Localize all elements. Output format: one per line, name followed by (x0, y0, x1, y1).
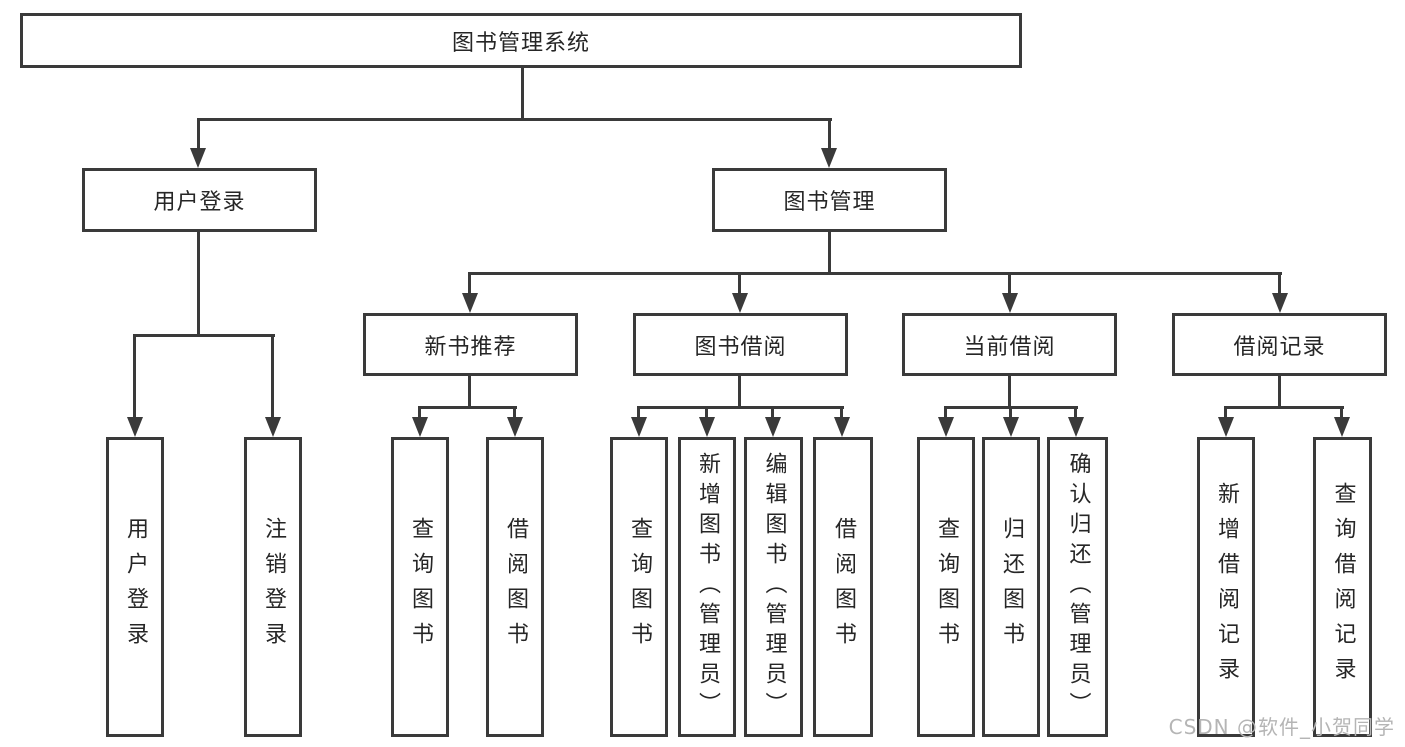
arrowhead-icon (265, 417, 281, 437)
edge-line (828, 232, 831, 272)
node-user-login: 用户登录 (82, 168, 317, 232)
arrowhead-icon (699, 417, 715, 437)
leaf-query-borrow-record: 查询借阅记录 (1313, 437, 1372, 737)
edge-line (197, 118, 200, 148)
edge-line (1278, 376, 1281, 406)
edge-line (133, 334, 136, 417)
arrowhead-icon (1272, 293, 1288, 313)
edge-line (944, 406, 947, 417)
edge-line (468, 272, 471, 293)
arrowhead-icon (127, 417, 143, 437)
arrowhead-icon (631, 417, 647, 437)
edge-line (133, 334, 275, 337)
edge-line (1340, 406, 1343, 417)
arrowhead-icon (1002, 293, 1018, 313)
node-library-system: 图书管理系统 (20, 13, 1022, 68)
node-new-book-recommendation: 新书推荐 (363, 313, 578, 376)
arrowhead-icon (1003, 417, 1019, 437)
edge-line (738, 376, 741, 406)
edge-line (271, 334, 274, 417)
edge-line (637, 406, 640, 417)
arrowhead-icon (190, 148, 206, 168)
arrowhead-icon (834, 417, 850, 437)
leaf-query-books-current: 查询图书 (917, 437, 975, 737)
arrowhead-icon (938, 417, 954, 437)
edge-line (840, 406, 843, 417)
edge-line (705, 406, 708, 417)
edge-line (513, 406, 516, 417)
edge-line (1278, 272, 1281, 293)
arrowhead-icon (507, 417, 523, 437)
arrowhead-icon (1068, 417, 1084, 437)
node-borrowing-records: 借阅记录 (1172, 313, 1387, 376)
edge-line (197, 232, 200, 334)
watermark: CSDN @软件_小贺同学 (1168, 715, 1395, 739)
edge-line (418, 406, 517, 409)
leaf-query-books-borrowing: 查询图书 (610, 437, 668, 737)
edge-line (521, 68, 524, 118)
edge-line (637, 406, 844, 409)
edge-line (468, 376, 471, 406)
leaf-add-book-admin: 新增图书（管理员） (678, 437, 736, 737)
edge-line (418, 406, 421, 417)
edge-line (1074, 406, 1077, 417)
arrowhead-icon (412, 417, 428, 437)
edge-line (738, 272, 741, 293)
leaf-user-login: 用户登录 (106, 437, 164, 737)
arrowhead-icon (732, 293, 748, 313)
leaf-add-borrow-record: 新增借阅记录 (1197, 437, 1255, 737)
arrowhead-icon (821, 148, 837, 168)
edge-line (771, 406, 774, 417)
edge-line (468, 272, 1282, 275)
leaf-logout-login: 注销登录 (244, 437, 302, 737)
node-current-borrowing: 当前借阅 (902, 313, 1117, 376)
node-book-borrowing: 图书借阅 (633, 313, 848, 376)
node-book-management: 图书管理 (712, 168, 947, 232)
leaf-borrow-books-recommend: 借阅图书 (486, 437, 544, 737)
leaf-query-books-recommend: 查询图书 (391, 437, 449, 737)
edge-line (1008, 376, 1011, 406)
leaf-return-book: 归还图书 (982, 437, 1040, 737)
arrowhead-icon (765, 417, 781, 437)
edge-line (828, 118, 831, 148)
leaf-borrow-books-borrowing: 借阅图书 (813, 437, 873, 737)
leaf-edit-book-admin: 编辑图书（管理员） (744, 437, 803, 737)
arrowhead-icon (1218, 417, 1234, 437)
edge-line (1224, 406, 1227, 417)
edge-line (1009, 406, 1012, 417)
edge-line (1224, 406, 1344, 409)
edge-line (197, 118, 832, 121)
arrowhead-icon (1334, 417, 1350, 437)
arrowhead-icon (462, 293, 478, 313)
edge-line (1008, 272, 1011, 293)
leaf-confirm-return-admin: 确认归还（管理员） (1047, 437, 1108, 737)
